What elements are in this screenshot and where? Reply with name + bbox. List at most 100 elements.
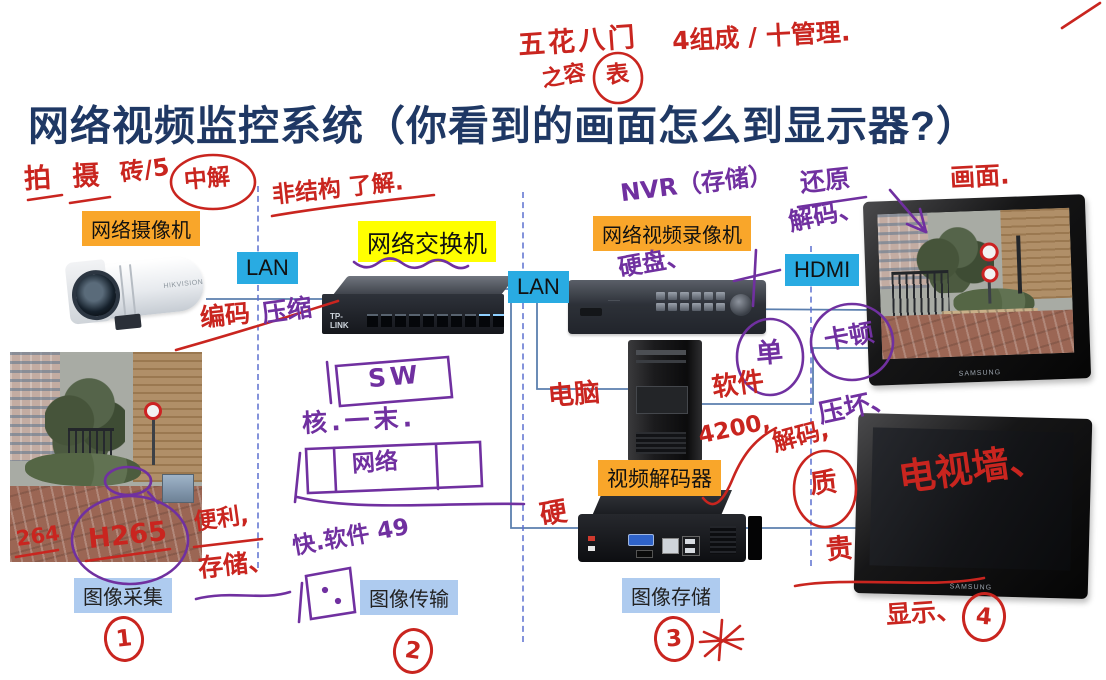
scene-sign-2 [980, 265, 999, 283]
ethernet-port [662, 538, 679, 554]
annotation-yasuo: 压缩 [260, 292, 314, 329]
label-lan-2: LAN [508, 271, 569, 303]
label-step-transmit: 图像传输 [360, 580, 458, 615]
switch-ports [367, 313, 504, 327]
hdmi-port [636, 550, 653, 558]
annotation-zhongjie: 中解 [182, 164, 232, 194]
annotation-zucheng: 4组成 ∕ 十管理. [671, 17, 852, 56]
annotation-ying: 硬 [537, 495, 570, 532]
label-nvr: 网络视频录像机 [593, 216, 751, 251]
decoder-led [588, 546, 595, 551]
camera-mount [114, 313, 142, 331]
usb-ports [682, 536, 700, 556]
annotation-jiema-purple: 解码、 [785, 192, 866, 237]
monitor1-scene [877, 207, 1075, 360]
pc-front-panel [636, 386, 688, 414]
label-lan-1: LAN [237, 252, 298, 284]
annotation-huamian: 画面. [949, 160, 1011, 193]
vga-port [628, 534, 654, 546]
uplink-port [493, 313, 504, 327]
scene-gate [890, 269, 951, 319]
monitor2-brand-text: SAMSUNG [949, 583, 993, 592]
ethernet-port [395, 313, 406, 327]
switch-front-face: TP-LINK [322, 294, 504, 334]
annotation-diannao: 电脑 [546, 377, 602, 413]
decoder-power-button [588, 536, 595, 541]
annotation-4200: 4200, [695, 408, 773, 450]
ethernet-port [381, 313, 392, 327]
uplink-port [479, 313, 490, 327]
switch-device: TP-LINK [322, 276, 516, 340]
nvr-buttons [656, 292, 734, 311]
annotation-kuai: 快.软件 49 [290, 513, 412, 561]
monitor1-screen [877, 207, 1075, 360]
annotation-bianli: 便利, [192, 502, 251, 536]
annotation-ruanjian: 软件 [710, 366, 766, 404]
scene-building-right [1000, 207, 1073, 300]
annotation-huanyuan: 还原 [798, 163, 852, 198]
monitor1-brand-text: SAMSUNG [958, 369, 1002, 378]
step-number-2: 2 [389, 625, 437, 677]
section-divider-2 [522, 192, 524, 642]
ethernet-port [437, 313, 448, 327]
photo-sign-pole [152, 410, 156, 466]
annotation-biao: 表 [604, 60, 631, 90]
annotation-h265: H265 [86, 515, 169, 556]
ethernet-port [423, 313, 434, 327]
switch-brand-text: TP-LINK [330, 312, 349, 330]
annotation-bianma: 编码 [198, 298, 252, 333]
ethernet-port [409, 313, 420, 327]
annotation-zhuan5: 砖/5 [118, 152, 172, 188]
step-number-4: 4 [959, 589, 1009, 645]
pc-drive-bay [636, 360, 686, 363]
decoder-vent [710, 526, 736, 554]
nvr-front-text: ······ [608, 298, 620, 304]
annotation-zhi: 质 [808, 466, 839, 501]
photo-traffic-sign [144, 402, 163, 421]
nvr-usb-slot [580, 308, 602, 316]
ethernet-port [367, 313, 378, 327]
section-divider-1 [257, 186, 259, 568]
photo-shrubs [25, 452, 141, 487]
computer-tower [628, 340, 704, 462]
label-hdmi: HDMI [785, 254, 860, 286]
switch-top-face [332, 276, 516, 296]
decoder-device [578, 490, 762, 572]
photo-bin [161, 473, 195, 504]
page-title: 网络视频监控系统（你看到的画面怎么到显示器?） [28, 103, 979, 149]
annotation-gui: 贵 [824, 532, 855, 567]
step-number-3: 3 [652, 614, 696, 664]
label-switch: 网络交换机 [358, 221, 496, 262]
annotation-zhirong: 之容 [540, 60, 588, 93]
monitor-live-view: SAMSUNG [862, 194, 1092, 386]
camera-device: HIKVISION [55, 232, 215, 353]
pc-optical-drive [636, 350, 686, 355]
step-number-1: 1 [101, 614, 147, 664]
section-divider-3 [810, 246, 812, 566]
decoder-side-face [748, 516, 762, 560]
annotation-wuhua: 五花八门 [517, 21, 639, 62]
scene-sign-1 [979, 242, 999, 262]
annotation-cunchu: 存储、 [196, 546, 275, 583]
annotation-wangluo: 网络 [351, 448, 399, 478]
annotation-pai-she: 拍 摄 [23, 159, 107, 196]
annotation-sw: SW [366, 359, 423, 394]
annotation-nvr-note: NVR（存储） [618, 160, 775, 208]
label-step-capture: 图像采集 [74, 578, 172, 613]
ethernet-port [451, 313, 462, 327]
nvr-jog-dial [730, 294, 752, 316]
scene-pavement [880, 309, 1075, 360]
annotation-dan: 单 [754, 336, 785, 371]
monitor-tv-wall: SAMSUNG [853, 412, 1093, 600]
annotation-xianshi: 显示、 [885, 595, 962, 630]
ethernet-port [465, 313, 476, 327]
nvr-device: ······ [568, 280, 766, 334]
label-step-storage: 图像存储 [622, 578, 720, 613]
label-decoder: 视频解码器 [598, 460, 721, 496]
annotation-feijiegou: 非结构 了解. [270, 169, 405, 209]
annotation-heyimo: 核.一末. [301, 403, 417, 438]
label-camera: 网络摄像机 [82, 211, 200, 246]
photo-building-right [132, 352, 202, 483]
annotation-jiema-red: 解码, [769, 415, 832, 457]
